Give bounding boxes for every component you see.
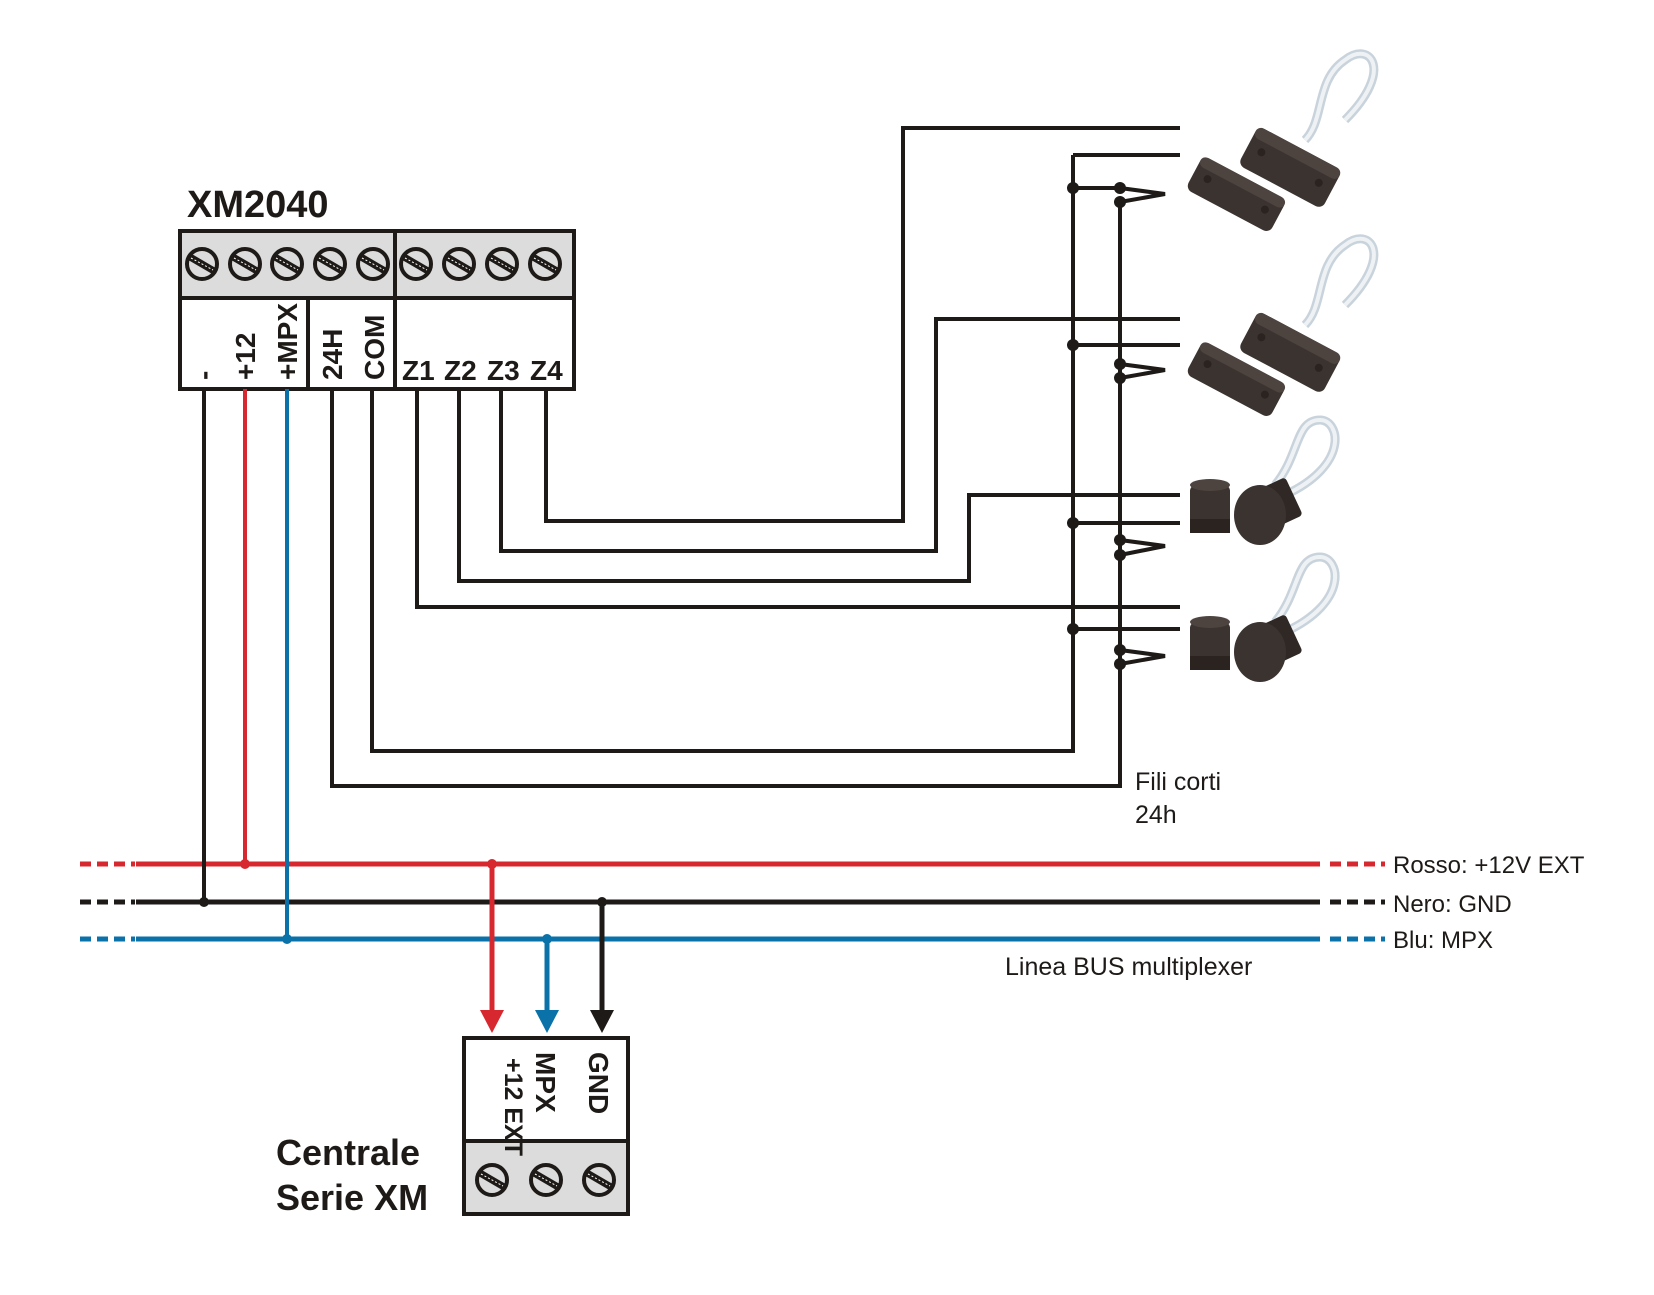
junction-dot: [1067, 339, 1079, 351]
rectangular-contact-icon: [1185, 239, 1374, 435]
arrow-down-icon: [480, 1010, 504, 1033]
legend-blue: Blu: MPX: [1393, 927, 1493, 954]
junction-dot: [1114, 644, 1126, 656]
tamper-loop-3: [1067, 517, 1166, 561]
zone-wiring: [330, 126, 1180, 788]
junction-dot: [1067, 623, 1079, 635]
junction-dot: [542, 934, 552, 944]
junction-dot: [597, 897, 607, 907]
annotation-line1: Fili corti: [1135, 768, 1221, 796]
junction-dot: [1114, 534, 1126, 546]
central-unit: +12 EXT MPX GND Centrale Serie XM: [276, 1036, 630, 1218]
arrow-down-icon: [535, 1010, 559, 1033]
wire-z3: [499, 317, 1180, 553]
junction-dot: [1114, 182, 1126, 194]
junction-dot: [1114, 549, 1126, 561]
tamper-loop-2: [1067, 339, 1166, 384]
junction-dot: [1067, 517, 1079, 529]
module-bus-connections: [199, 389, 292, 944]
terminal-label-z4: Z4: [530, 355, 563, 386]
junction-dot: [1114, 372, 1126, 384]
wire-z2: [457, 389, 1180, 583]
legend-red: Rosso: +12V EXT: [1393, 852, 1585, 879]
wire-z1: [415, 389, 1180, 609]
junction-dot: [1067, 182, 1079, 194]
central-bus-connections: [480, 859, 614, 1033]
arrow-down-icon: [590, 1010, 614, 1033]
rectangular-contact-icon: [1185, 54, 1374, 250]
annotation-line2: 24h: [1135, 801, 1177, 829]
terminal-label-z2: Z2: [444, 355, 477, 386]
junction-dot: [240, 859, 250, 869]
terminal-label-z3: Z3: [487, 355, 520, 386]
central-title-line1: Centrale: [276, 1132, 420, 1173]
wire-z4: [544, 126, 1180, 523]
junction-dot: [1114, 658, 1126, 670]
wire-24h: [330, 200, 1122, 788]
bus-legend: Rosso: +12V EXT Nero: GND Blu: MPX Linea…: [1005, 852, 1585, 981]
tamper-loop-4: [1067, 623, 1166, 670]
bus-lines: [80, 861, 1385, 942]
central-label-plus12ext: +12 EXT: [499, 1058, 527, 1156]
sensors: [1185, 54, 1374, 682]
tamper-loop-1: [1067, 182, 1166, 208]
junction-dot: [199, 897, 209, 907]
junction-dot: [1114, 358, 1126, 370]
terminal-label-z1: Z1: [402, 355, 435, 386]
round-contact-icon: [1190, 420, 1335, 545]
bus-label: Linea BUS multiplexer: [1005, 953, 1252, 981]
junction-dot: [487, 859, 497, 869]
module-title: XM2040: [187, 184, 329, 226]
central-label-mpx: MPX: [530, 1052, 561, 1113]
terminal-label-24h: 24H: [317, 329, 348, 380]
central-title-line2: Serie XM: [276, 1177, 428, 1218]
terminal-label-com: COM: [359, 315, 390, 380]
terminal-label-plus12: +12: [230, 333, 261, 381]
terminal-label-minus: -: [188, 371, 219, 380]
terminal-label-mpx: +MPX: [272, 303, 303, 380]
central-label-gnd: GND: [583, 1052, 614, 1114]
wire-com: [370, 155, 1075, 753]
junction-dot: [282, 934, 292, 944]
round-contact-icon: [1190, 557, 1335, 682]
xm2040-module: XM2040 - +12 +MPX 24H COM Z1 Z2 Z3 Z4: [178, 184, 576, 391]
legend-black: Nero: GND: [1393, 891, 1512, 918]
junction-dot: [1114, 196, 1126, 208]
